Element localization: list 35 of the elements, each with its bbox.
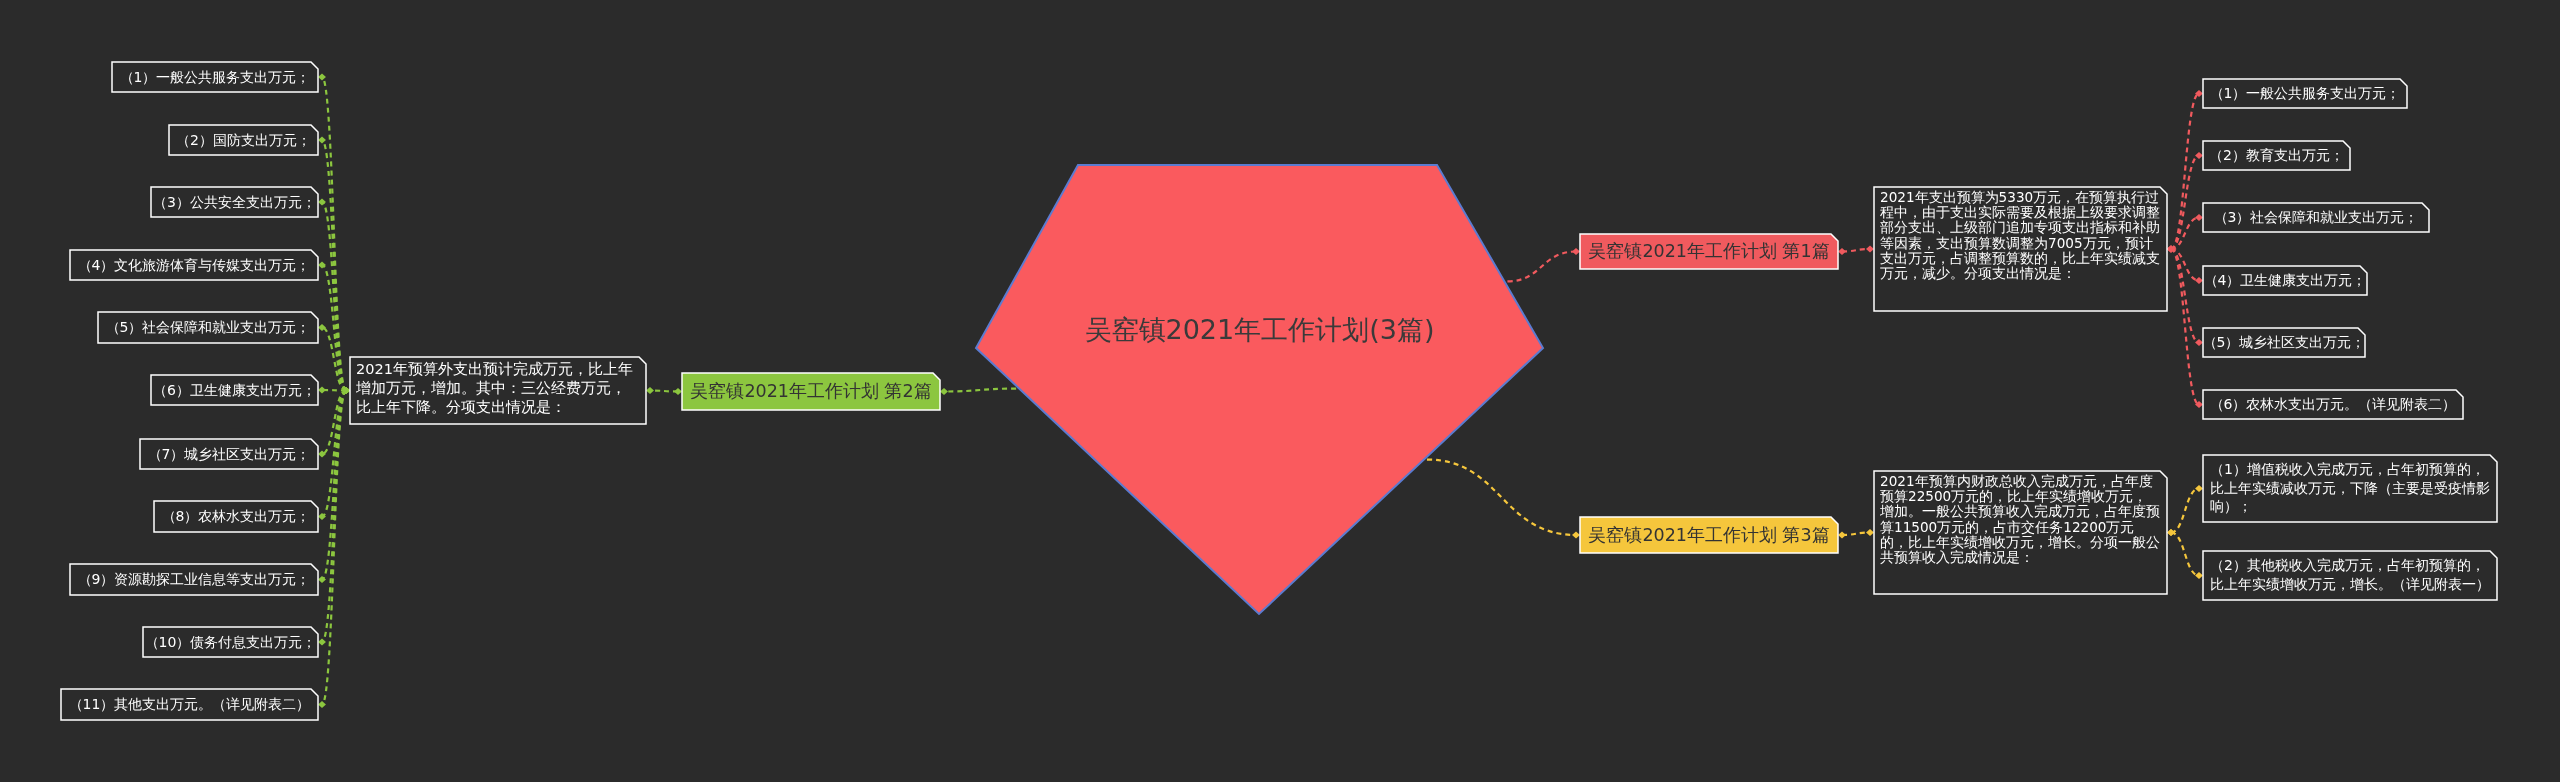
connector: [940, 387, 1017, 395]
item-box: （7）城乡社区支出万元；: [139, 438, 319, 470]
item-box: （10）债务付息支出万元；: [142, 626, 319, 658]
item-box: （1）增值税收入完成万元，占年初预算的，比上年实绩减收万元，下降（主要是受疫情影响）；: [2202, 454, 2498, 523]
item-box: （4）卫生健康支出万元；: [2202, 265, 2368, 296]
pentagon-shape: 吴窑镇2021年工作计划(3篇): [976, 165, 1543, 614]
item-box: （5）社会保障和就业支出万元；: [97, 311, 319, 344]
connector: [2167, 529, 2203, 579]
connector: [1507, 248, 1580, 283]
connector: [318, 386, 350, 709]
connector: [646, 387, 682, 395]
item-box: （5）城乡社区支出万元；: [2202, 327, 2366, 358]
item-box: （1）一般公共服务支出万元；: [111, 61, 319, 93]
item-box: （4）文化旅游体育与传媒支出万元；: [69, 249, 319, 281]
item-box: （2）国防支出万元；: [168, 124, 319, 156]
connector: [1838, 529, 1874, 539]
item-box: （6）卫生健康支出万元；: [150, 374, 319, 406]
topic-box: 吴窑镇2021年工作计划 第1篇: [1579, 233, 1839, 270]
item-box: （1）一般公共服务支出万元；: [2202, 78, 2408, 109]
text-box: 2021年支出预算为5330万元，在预算执行过程中，由于支出实际需要及根据上级要求调整部分支出、上级部门追加专项支出指标和补助等因素，支出预算数调整为7005万元，预计支出万元，占调整预算数的，比上年实绩减支万元，减少。分项支出情况是：: [1873, 186, 2168, 312]
item-box: （3）社会保障和就业支出万元；: [2202, 202, 2430, 233]
topic-box: 吴窑镇2021年工作计划 第3篇: [1579, 516, 1839, 554]
item-box: （2）教育支出万元；: [2202, 140, 2351, 171]
item-box: （9）资源勘探工业信息等支出万元；: [69, 563, 319, 596]
text-box: 2021年预算外支出预计完成万元，比上年增加万元，增加。其中：三公经费万元，比上年下降。分项支出情况是：: [349, 356, 647, 425]
item-box: （6）农林水支出万元。（详见附表二）: [2202, 389, 2464, 420]
connector: [1426, 458, 1580, 539]
topic-box: 吴窑镇2021年工作计划 第2篇: [681, 372, 941, 411]
item-box: （2）其他税收入完成万元，占年初预算的，比上年实绩增收万元，增长。（详见附表一）: [2202, 550, 2498, 601]
item-box: （11）其他支出万元。（详见附表二）: [60, 688, 319, 721]
connector: [2168, 246, 2202, 408]
item-box: （8）农林水支出万元；: [153, 500, 319, 533]
item-box: （3）公共安全支出万元；: [150, 186, 319, 218]
text-box: 2021年预算内财政总收入完成万元，占年度预算22500万元的，比上年实绩增收万元，增加。一般公共预算收入完成万元，占年度预算11500万元的，占市交任务12200万元的，比上年实绩增收万元，增长。分项一般公共预算收入完成情况是：: [1873, 470, 2168, 595]
connector: [1838, 245, 1874, 255]
